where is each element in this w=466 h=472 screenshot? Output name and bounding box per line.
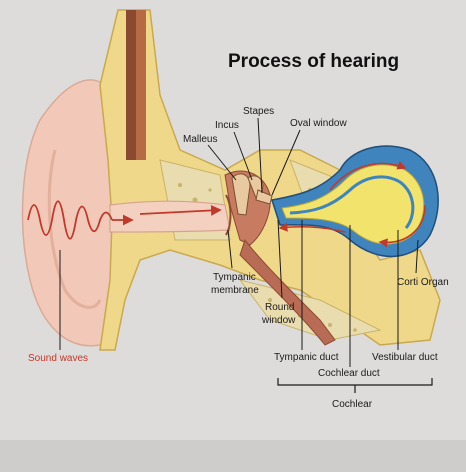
label-round-window-2: window	[261, 315, 296, 326]
label-round-window-1: Round	[265, 302, 294, 313]
leader-stapes	[257, 117, 263, 194]
label-cochlear: Cochlear	[332, 399, 373, 410]
leader-tympanic-membrane	[227, 229, 233, 269]
wave-arrow-cochlea-1	[329, 161, 407, 191]
diagram-title: Process of hearing	[228, 51, 399, 72]
ear-canal	[109, 200, 231, 233]
stapes	[255, 189, 273, 205]
label-stapes: Stapes	[243, 106, 274, 117]
label-vestibular-duct: Vestibular duct	[372, 352, 438, 363]
label-tympanic-membrane-1: Tympanic	[213, 272, 256, 283]
label-cochlear-duct: Cochlear duct	[318, 368, 380, 379]
leader-malleus	[207, 144, 237, 181]
cochlea-inner	[281, 164, 425, 245]
sound-arrow-2	[139, 205, 222, 216]
sound-wave	[27, 200, 113, 240]
temporal-bone	[99, 9, 441, 351]
leader-incus	[233, 131, 253, 181]
leader-oval-window	[271, 129, 301, 196]
label-tympanic-membrane-2: membrane	[211, 285, 259, 296]
cochlear-bracket	[277, 378, 433, 393]
label-tympanic-duct: Tympanic duct	[274, 352, 339, 363]
leader-corti-organ	[415, 239, 419, 274]
eustachian-tube	[239, 238, 336, 346]
malleus	[231, 173, 251, 216]
label-incus: Incus	[215, 120, 239, 131]
label-oval-window: Oval window	[290, 118, 347, 129]
wave-arrow-cochlea-3	[278, 222, 346, 233]
label-malleus: Malleus	[183, 134, 217, 145]
wave-arrow-cochlea-2	[378, 204, 426, 248]
leader-round-window	[277, 219, 283, 299]
label-sound-waves: Sound waves	[28, 353, 88, 364]
label-corti-organ: Corti Organ	[397, 277, 449, 288]
tympanic-membrane-shape	[225, 194, 232, 236]
